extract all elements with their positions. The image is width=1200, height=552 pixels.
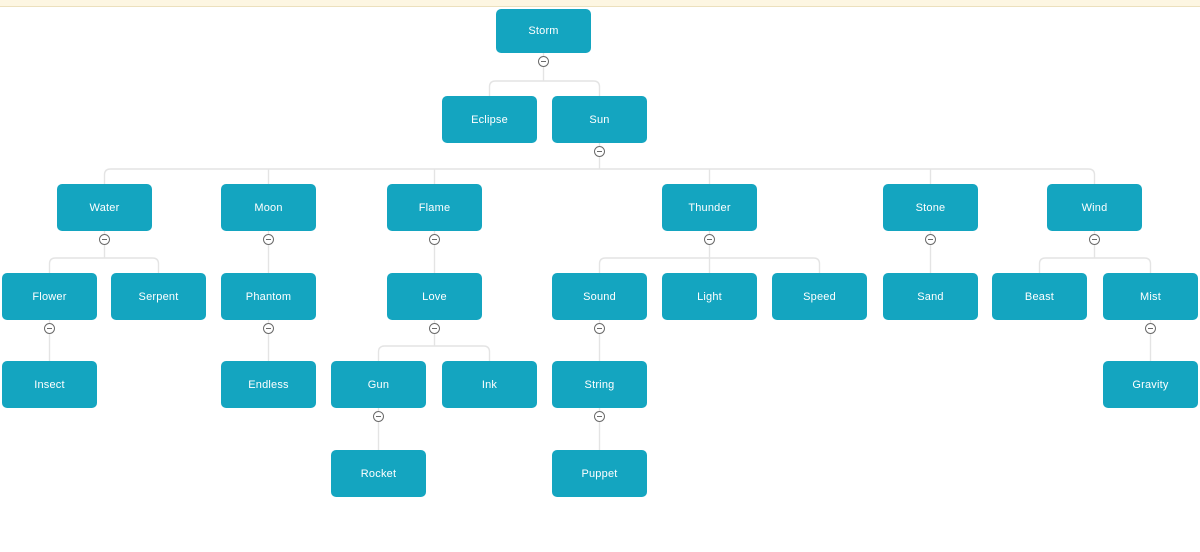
tree-node-light[interactable]: Light	[662, 273, 757, 320]
collapse-icon[interactable]	[373, 411, 384, 422]
node-label: Water	[89, 201, 120, 214]
tree-node-love[interactable]: Love	[387, 273, 482, 320]
tree-node-serpent[interactable]: Serpent	[111, 273, 206, 320]
node-label: Moon	[254, 201, 283, 214]
tree-node-flower[interactable]: Flower	[2, 273, 97, 320]
tree-node-water[interactable]: Water	[57, 184, 152, 231]
node-label: Sand	[917, 290, 944, 303]
node-label: Insect	[34, 378, 65, 391]
node-label: Eclipse	[471, 113, 508, 126]
minus-icon	[928, 239, 933, 240]
node-label: Gravity	[1132, 378, 1169, 391]
tree-node-thunder[interactable]: Thunder	[662, 184, 757, 231]
tree-node-endless[interactable]: Endless	[221, 361, 316, 408]
node-label: Light	[697, 290, 722, 303]
minus-icon	[1092, 239, 1097, 240]
tree-node-beast[interactable]: Beast	[992, 273, 1087, 320]
top-notification-bar	[0, 0, 1200, 7]
collapse-icon[interactable]	[594, 411, 605, 422]
collapse-icon[interactable]	[538, 56, 549, 67]
node-label: Wind	[1081, 201, 1108, 214]
node-label: Flower	[32, 290, 67, 303]
collapse-icon[interactable]	[44, 323, 55, 334]
collapse-icon[interactable]	[263, 323, 274, 334]
minus-icon	[432, 328, 437, 329]
node-label: Phantom	[245, 290, 292, 303]
node-label: Endless	[248, 378, 289, 391]
node-label: Sun	[589, 113, 610, 126]
tree-node-sound[interactable]: Sound	[552, 273, 647, 320]
tree-node-moon[interactable]: Moon	[221, 184, 316, 231]
node-label: Gun	[367, 378, 390, 391]
collapse-icon[interactable]	[1089, 234, 1100, 245]
minus-icon	[102, 239, 107, 240]
minus-icon	[707, 239, 712, 240]
collapse-icon[interactable]	[1145, 323, 1156, 334]
minus-icon	[541, 61, 546, 62]
tree-node-speed[interactable]: Speed	[772, 273, 867, 320]
collapse-icon[interactable]	[429, 323, 440, 334]
collapse-icon[interactable]	[263, 234, 274, 245]
tree-node-storm[interactable]: Storm	[496, 9, 591, 53]
minus-icon	[597, 416, 602, 417]
tree-node-ink[interactable]: Ink	[442, 361, 537, 408]
node-label: Ink	[481, 378, 498, 391]
collapse-icon[interactable]	[594, 146, 605, 157]
node-label: Love	[422, 290, 447, 303]
minus-icon	[432, 239, 437, 240]
minus-icon	[597, 151, 602, 152]
node-label: String	[584, 378, 615, 391]
tree-node-rocket[interactable]: Rocket	[331, 450, 426, 497]
tree-node-eclipse[interactable]: Eclipse	[442, 96, 537, 143]
tree-node-sun[interactable]: Sun	[552, 96, 647, 143]
collapse-icon[interactable]	[594, 323, 605, 334]
tree-node-sand[interactable]: Sand	[883, 273, 978, 320]
tree-node-puppet[interactable]: Puppet	[552, 450, 647, 497]
collapse-icon[interactable]	[704, 234, 715, 245]
minus-icon	[266, 239, 271, 240]
node-label: Mist	[1140, 290, 1161, 303]
node-label: Stone	[915, 201, 946, 214]
tree-node-mist[interactable]: Mist	[1103, 273, 1198, 320]
node-label: Beast	[1024, 290, 1055, 303]
node-label: Sound	[583, 290, 616, 303]
node-label: Storm	[528, 25, 559, 37]
tree-node-gun[interactable]: Gun	[331, 361, 426, 408]
minus-icon	[597, 328, 602, 329]
minus-icon	[47, 328, 52, 329]
node-label: Serpent	[138, 290, 179, 303]
tree-node-string[interactable]: String	[552, 361, 647, 408]
tree-node-gravity[interactable]: Gravity	[1103, 361, 1198, 408]
tree-node-stone[interactable]: Stone	[883, 184, 978, 231]
minus-icon	[266, 328, 271, 329]
tree-node-insect[interactable]: Insect	[2, 361, 97, 408]
collapse-icon[interactable]	[925, 234, 936, 245]
node-label: Speed	[803, 290, 836, 303]
minus-icon	[1148, 328, 1153, 329]
tree-node-wind[interactable]: Wind	[1047, 184, 1142, 231]
tree-node-phantom[interactable]: Phantom	[221, 273, 316, 320]
collapse-icon[interactable]	[99, 234, 110, 245]
minus-icon	[376, 416, 381, 417]
node-label: Thunder	[688, 201, 731, 214]
node-label: Puppet	[581, 467, 618, 480]
tree-node-flame[interactable]: Flame	[387, 184, 482, 231]
collapse-icon[interactable]	[429, 234, 440, 245]
node-label: Rocket	[360, 467, 397, 480]
node-label: Flame	[418, 201, 451, 214]
